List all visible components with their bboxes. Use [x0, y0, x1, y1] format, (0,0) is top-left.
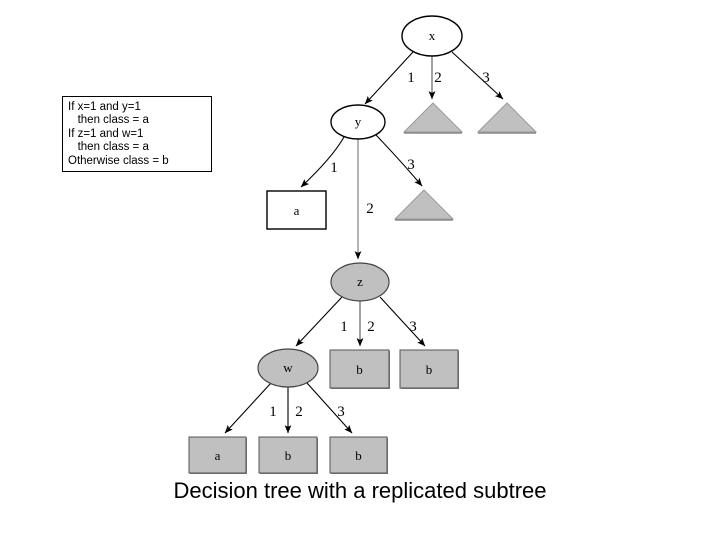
- subtree-triangle-y3[interactable]: [393, 189, 455, 221]
- edge-label-x-3: 3: [482, 70, 490, 86]
- edge-z-to-leaf-b-3: [379, 296, 426, 347]
- tree-node-x[interactable]: x: [401, 15, 463, 57]
- edge-x-to-y: [364, 51, 414, 105]
- node-label: x: [429, 28, 436, 43]
- edge-label-x-1: 1: [407, 70, 415, 86]
- edge-label-w-2: 2: [295, 404, 303, 420]
- node-label: y: [355, 114, 362, 129]
- edge-label-w-1: 1: [269, 404, 277, 420]
- leaf-node-b-w3[interactable]: b: [329, 436, 388, 474]
- edge-y-to-leaf-a: [300, 136, 345, 188]
- leaf-label: b: [426, 362, 433, 377]
- rule-line: then class = a: [68, 114, 149, 127]
- edge-label-x-2: 2: [434, 70, 442, 86]
- edge-label-z-1: 1: [340, 319, 348, 335]
- edge-label-z-3: 3: [409, 319, 417, 335]
- tree-node-z[interactable]: z: [330, 262, 390, 302]
- edge-x-to-subtree-3: [451, 51, 504, 100]
- edge-label-y-3: 3: [407, 157, 415, 173]
- leaf-label: b: [356, 362, 363, 377]
- leaf-label: b: [355, 448, 362, 463]
- tree-node-w[interactable]: w: [257, 348, 319, 388]
- edge-label-y-1: 1: [330, 160, 338, 176]
- edge-label-w-3: 3: [337, 404, 345, 420]
- rule-set-box: If x=1 and y=1 then class = a If z=1 and…: [62, 96, 212, 172]
- edge-z-to-w: [295, 296, 343, 347]
- node-label: w: [283, 360, 293, 375]
- rule-line: Otherwise class = b: [68, 154, 169, 167]
- edge-y-to-subtree-3: [375, 134, 423, 187]
- edge-w-to-leaf-b-3: [306, 382, 353, 434]
- edge-label-z-2: 2: [367, 319, 375, 335]
- leaf-node-a-top[interactable]: a: [266, 190, 327, 230]
- subtree-triangle-x3[interactable]: [476, 102, 538, 134]
- subtree-triangle-x2[interactable]: [402, 102, 464, 134]
- leaf-node-b-z3[interactable]: b: [399, 349, 459, 389]
- figure-caption: Decision tree with a replicated subtree: [173, 478, 547, 503]
- node-label: z: [357, 274, 363, 289]
- leaf-node-a-w1[interactable]: a: [188, 436, 247, 474]
- leaf-label: a: [215, 448, 221, 463]
- tree-node-y[interactable]: y: [330, 104, 386, 140]
- rule-line: If z=1 and w=1: [68, 127, 144, 140]
- edge-w-to-leaf-a: [224, 382, 272, 434]
- leaf-node-b-z2[interactable]: b: [329, 349, 390, 389]
- rule-line: then class = a: [68, 141, 149, 154]
- rule-line: If x=1 and y=1: [68, 101, 141, 113]
- leaf-label: a: [294, 203, 300, 218]
- leaf-node-b-w2[interactable]: b: [258, 436, 318, 474]
- edge-label-y-2: 2: [366, 201, 374, 217]
- leaf-label: b: [285, 448, 292, 463]
